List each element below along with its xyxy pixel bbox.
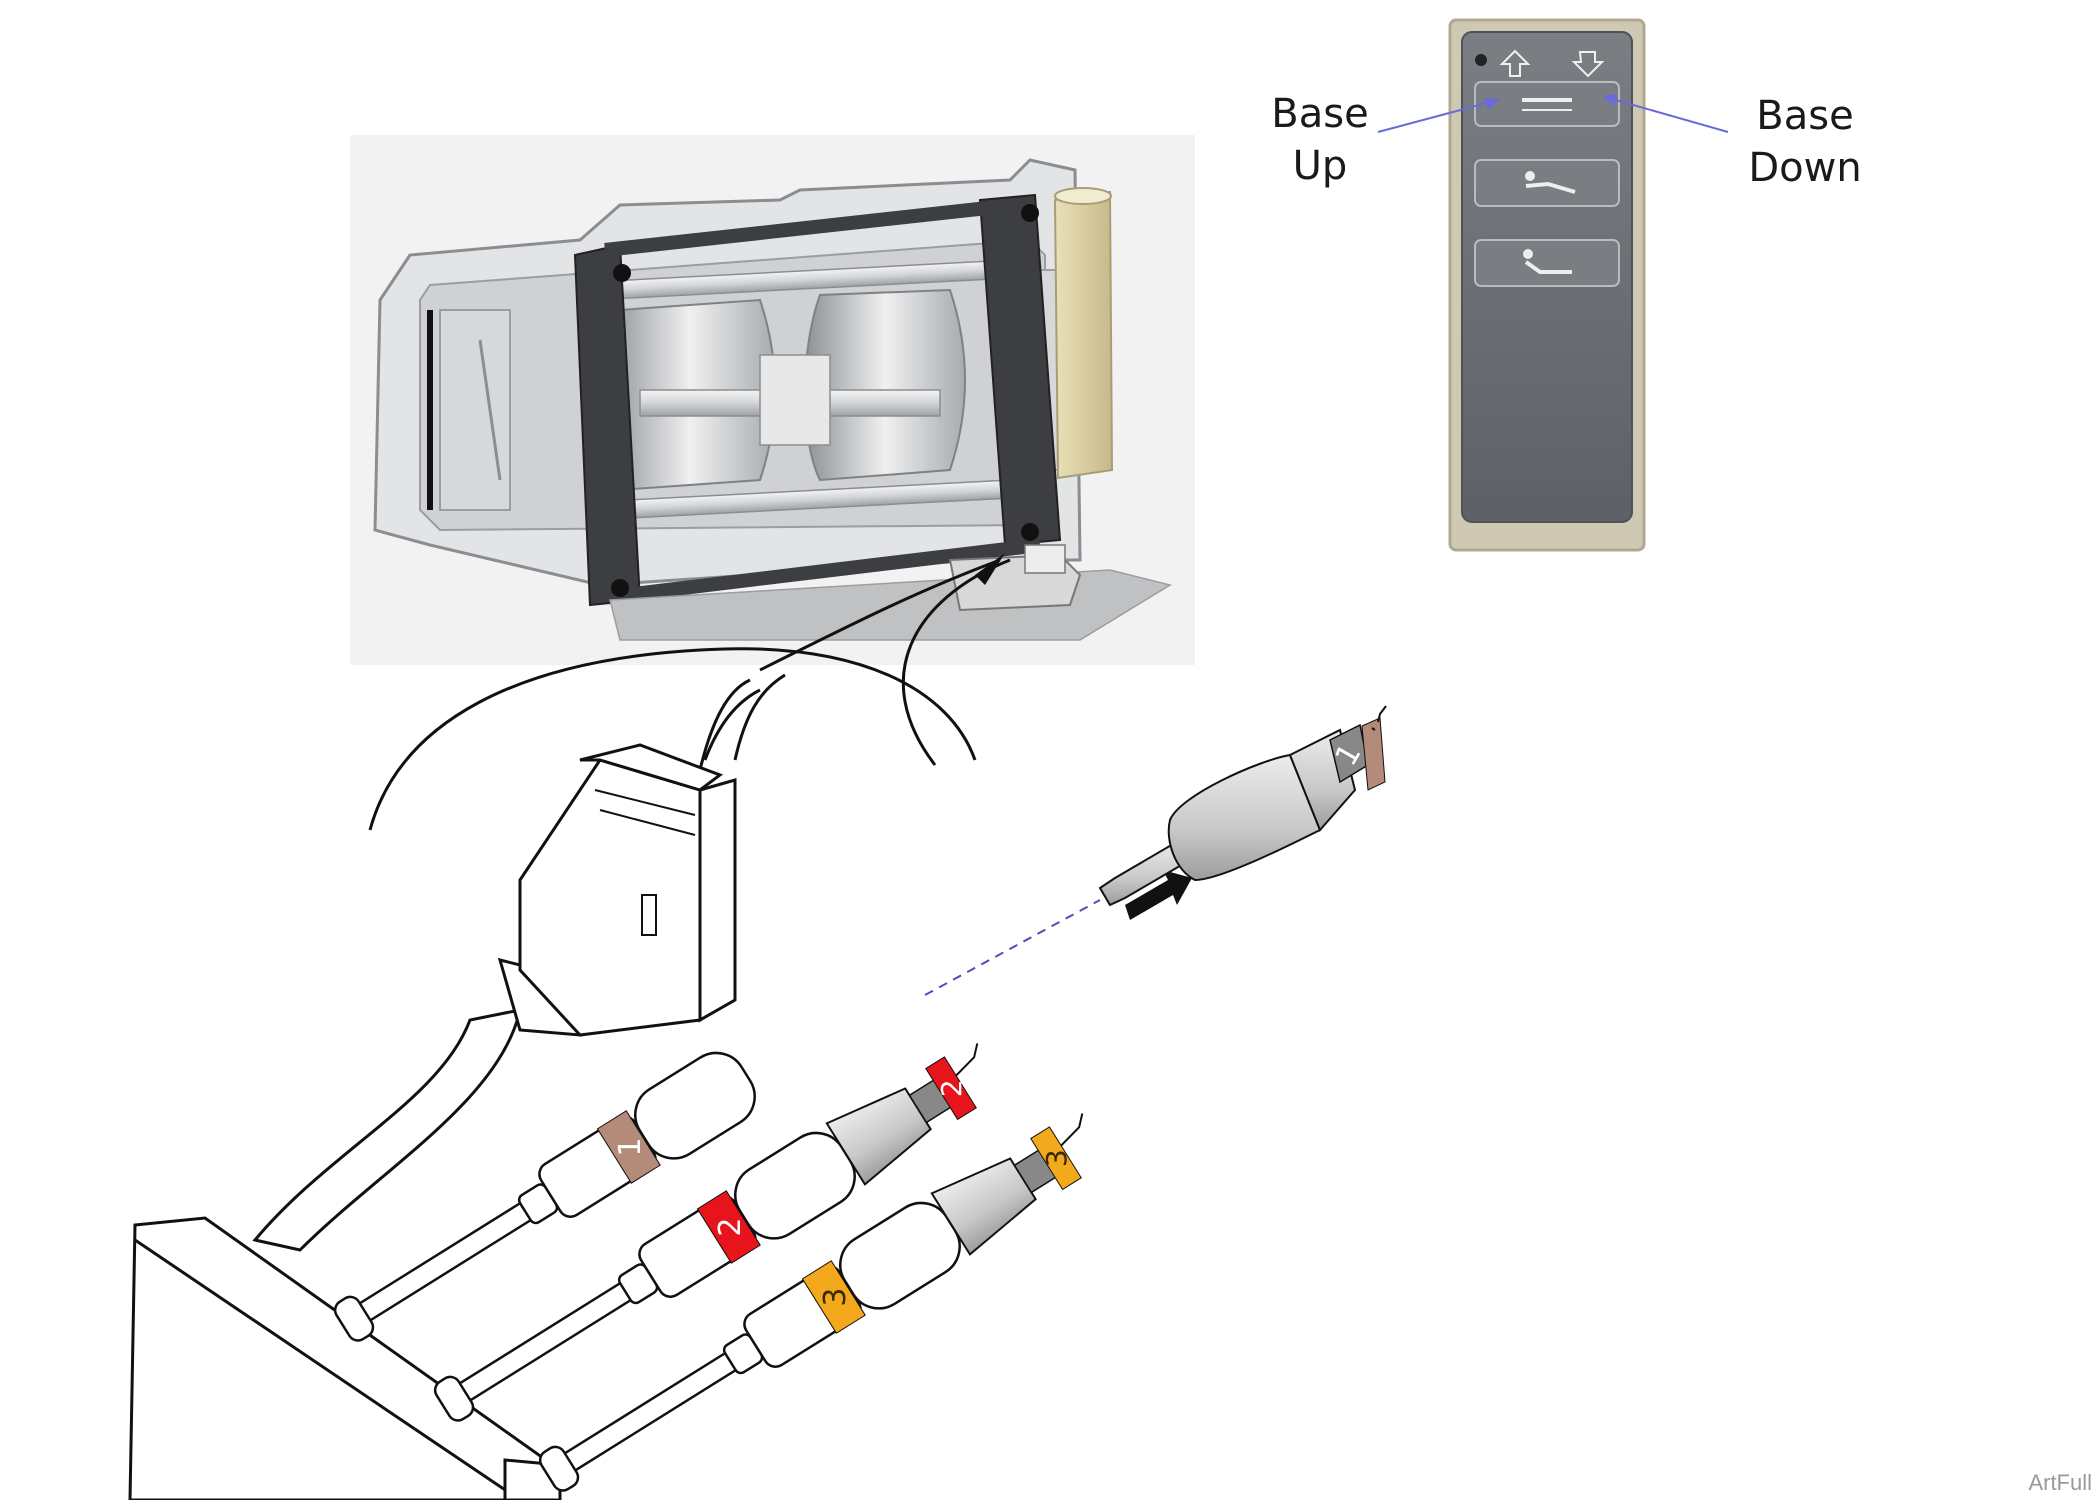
frame-bolt	[611, 579, 629, 597]
connector-rib	[599, 809, 696, 836]
base-down-arrowhead	[1602, 94, 1618, 106]
loose-plug-1: 1	[1098, 705, 1387, 907]
cable-bundle-edge	[733, 673, 786, 761]
base-up-leader	[1377, 99, 1499, 133]
multi-pin-connector-body	[518, 758, 702, 1037]
cable-grommet	[333, 1295, 375, 1342]
detail-arc-arrowhead	[975, 553, 1005, 585]
table-frame-leg-right	[978, 193, 1062, 547]
leg-section-button[interactable]	[1474, 239, 1620, 287]
table-frame-bottom-bar	[624, 538, 1041, 602]
frame-bolt	[613, 264, 631, 282]
main-cable-top	[703, 688, 761, 761]
plug-band-2-number: 2	[935, 1079, 968, 1097]
base-up-line1: Base	[1271, 91, 1369, 137]
detail-arc-inner	[901, 558, 1011, 766]
cable-sheath	[352, 1198, 537, 1326]
main-cable-connector	[252, 688, 761, 1252]
paper-roll	[1053, 190, 1114, 480]
main-cable	[252, 1008, 522, 1252]
plug-band-3-number: 3	[1040, 1149, 1073, 1167]
table-actuator	[759, 354, 831, 446]
cable-sheath	[452, 1278, 637, 1406]
connector-block	[128, 1216, 562, 1502]
leg-tilt-icon	[1524, 260, 1572, 274]
junction-box	[128, 1216, 562, 1502]
base-up-arrowhead	[1484, 98, 1500, 110]
base-down-leader	[1604, 96, 1729, 133]
arrow-down-icon	[1571, 51, 1605, 78]
band-2-number: 2	[713, 1217, 748, 1236]
insertion-guide-line	[924, 899, 1101, 996]
table-base-underside	[350, 135, 1195, 665]
patient-head-icon	[1525, 171, 1535, 181]
insert-direction-arrow	[1125, 870, 1192, 920]
plug-taper	[825, 1087, 932, 1186]
cable-sheath	[557, 1348, 742, 1476]
detail-arc-outer	[368, 647, 977, 831]
base-up-callout: Base Up	[1260, 88, 1380, 192]
multi-pin-connector-side	[698, 778, 737, 1023]
base-down-callout: Base Down	[1740, 90, 1870, 194]
patient-head-icon	[1523, 249, 1533, 259]
arrow-up-icon	[1499, 49, 1531, 77]
detail-arc-pointer	[759, 558, 1001, 672]
pendant-led	[1475, 54, 1487, 66]
junction-box-edge	[134, 1238, 521, 1502]
band-1-number: 1	[613, 1137, 648, 1156]
table-detail-line	[478, 339, 502, 481]
back-section-button[interactable]	[1474, 159, 1620, 207]
callout-leaders	[1377, 94, 1729, 133]
connector-latch	[641, 894, 657, 936]
receptacle-port	[1024, 544, 1066, 574]
cable-grommet	[433, 1375, 475, 1422]
base-down-line1: Base	[1756, 93, 1854, 139]
plug-band-3	[1030, 1126, 1082, 1191]
base-up-line2: Up	[1292, 143, 1348, 189]
base-up-down-button[interactable]	[1474, 81, 1620, 127]
plug-wire	[955, 1043, 979, 1077]
cable-grommet	[538, 1445, 580, 1492]
table-frame-top-bar	[604, 198, 1016, 257]
back-tilt-icon	[1525, 181, 1576, 194]
paper-roll-end	[1054, 187, 1112, 205]
plug-cable-3: 33	[538, 1113, 1084, 1492]
cable-bundle-edge	[698, 678, 751, 771]
plug-wire	[1060, 1113, 1084, 1147]
plug-taper	[930, 1157, 1037, 1256]
plug-body	[1167, 753, 1322, 882]
frame-bolt	[1021, 523, 1039, 541]
jack-head	[634, 1051, 756, 1160]
connector-rib	[594, 789, 696, 816]
frame-bolt	[1021, 204, 1039, 222]
watermark: ArtFull	[2028, 1470, 2092, 1495]
base-down-line2: Down	[1748, 145, 1862, 191]
hand-pendant	[1448, 18, 1646, 552]
plug-cable-1: 1	[333, 1051, 756, 1342]
band-1	[1361, 717, 1386, 791]
detail-callout-arcs	[368, 553, 1011, 831]
plug-wire	[1377, 705, 1387, 723]
multi-pin-connector-top	[579, 743, 724, 792]
band-3-number: 3	[818, 1287, 853, 1306]
plug-band-2	[925, 1056, 977, 1121]
plug-cable-2: 22	[433, 1043, 979, 1422]
